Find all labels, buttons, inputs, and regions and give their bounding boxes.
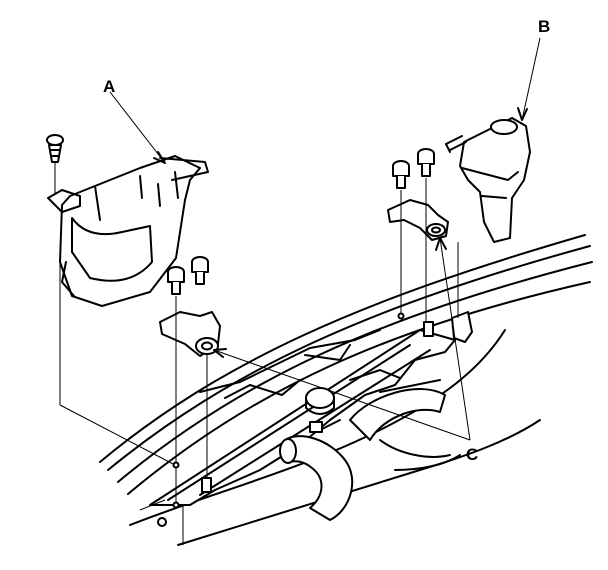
left-bolts — [167, 256, 209, 295]
callout-c: C — [466, 445, 478, 464]
clip-fastener — [46, 134, 64, 195]
leader-c-left-arrow — [213, 348, 227, 358]
radiator-cap — [305, 387, 335, 415]
leader-b — [521, 37, 541, 121]
leader-a-arrow — [153, 151, 166, 164]
part-b-air-duct — [445, 117, 531, 243]
alignment-lines — [59, 178, 459, 545]
leader-b-arrow — [517, 107, 528, 121]
part-c-left-bracket — [159, 311, 221, 357]
mount-points — [157, 312, 405, 527]
right-bolts — [392, 148, 435, 189]
callout-a: A — [103, 77, 115, 96]
leader-c-left — [213, 349, 471, 441]
part-a-air-guide — [47, 155, 209, 307]
callout-b: B — [538, 17, 550, 36]
support-studs — [201, 321, 434, 493]
radiator-support — [149, 329, 456, 506]
radiator-hose — [279, 388, 461, 521]
part-c-right-bracket — [387, 199, 449, 241]
leader-lines — [109, 37, 541, 441]
leader-a — [109, 91, 166, 164]
leader-c-right — [439, 237, 471, 441]
leader-c-right-arrow — [435, 237, 447, 251]
side-bracket — [451, 311, 473, 343]
